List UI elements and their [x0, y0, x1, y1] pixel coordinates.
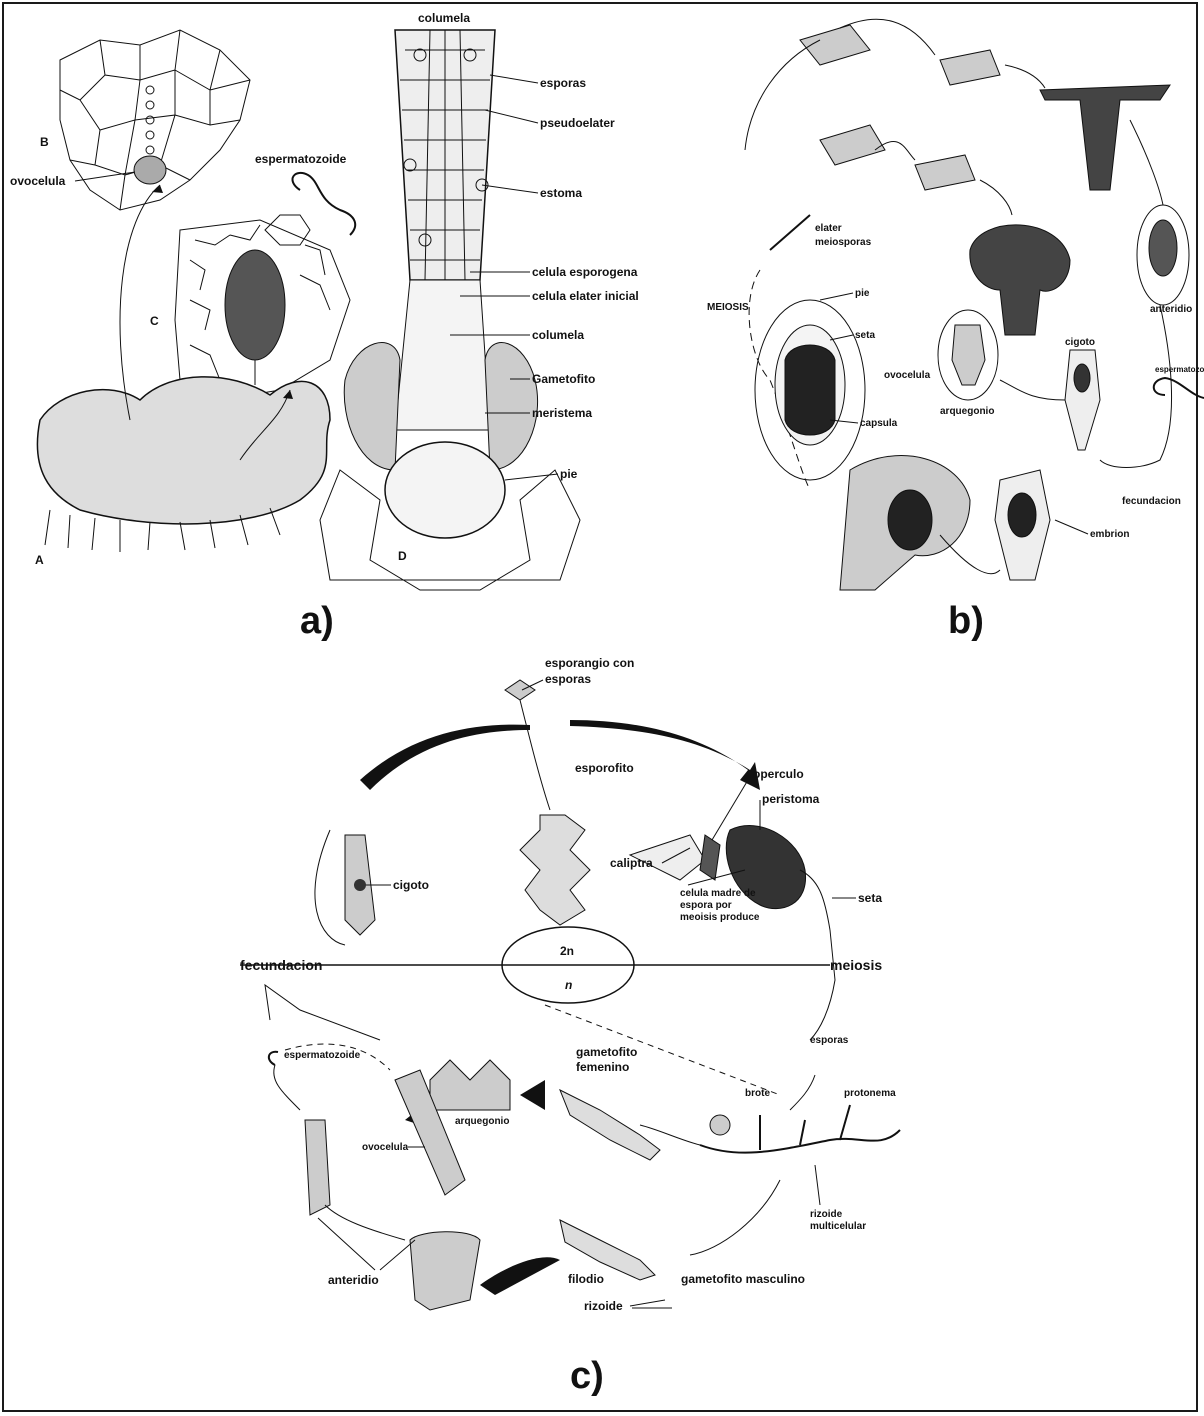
label-esporofito: esporofito [575, 761, 634, 775]
label-arquegonio-c: arquegonio [455, 1116, 509, 1127]
label-ovocelula-c: ovocelula [362, 1142, 409, 1153]
label-celula-madre-1: celula madre de [680, 888, 756, 899]
label-gametofito-fem-1: gametofito [576, 1045, 637, 1059]
label-operculo: operculo [753, 767, 804, 781]
label-fecundacion-c: fecundacion [240, 957, 322, 973]
label-cigoto-c: cigoto [393, 878, 429, 892]
label-esporangio-2: esporas [545, 672, 591, 686]
label-peristoma: peristoma [762, 792, 820, 806]
label-esporas-c: esporas [810, 1035, 849, 1046]
label-meiosis-c: meiosis [830, 957, 882, 973]
label-caliptra: caliptra [610, 856, 653, 870]
label-espermatozoide-c: espermatozoide [284, 1050, 361, 1061]
label-filodio: filodio [568, 1272, 604, 1286]
label-2n: 2n [560, 944, 574, 958]
label-seta-c: seta [858, 891, 882, 905]
label-celula-madre-3: meoisis produce [680, 912, 760, 923]
label-anteridio-c: anteridio [328, 1273, 379, 1287]
panel-label-c: c) [570, 1355, 604, 1398]
label-rizoide-c: rizoide [584, 1299, 623, 1313]
label-n: n [565, 978, 572, 992]
label-rizoide-multi-1: rizoide [810, 1209, 843, 1220]
label-esporangio-1: esporangio con [545, 656, 634, 670]
label-gametofito-masc: gametofito masculino [681, 1272, 805, 1286]
label-brote: brote [745, 1088, 770, 1099]
label-rizoide-multi-2: multicelular [810, 1221, 866, 1232]
label-protonema: protonema [844, 1088, 896, 1099]
label-celula-madre-2: espora por [680, 900, 732, 911]
label-gametofito-fem-2: femenino [576, 1060, 629, 1074]
